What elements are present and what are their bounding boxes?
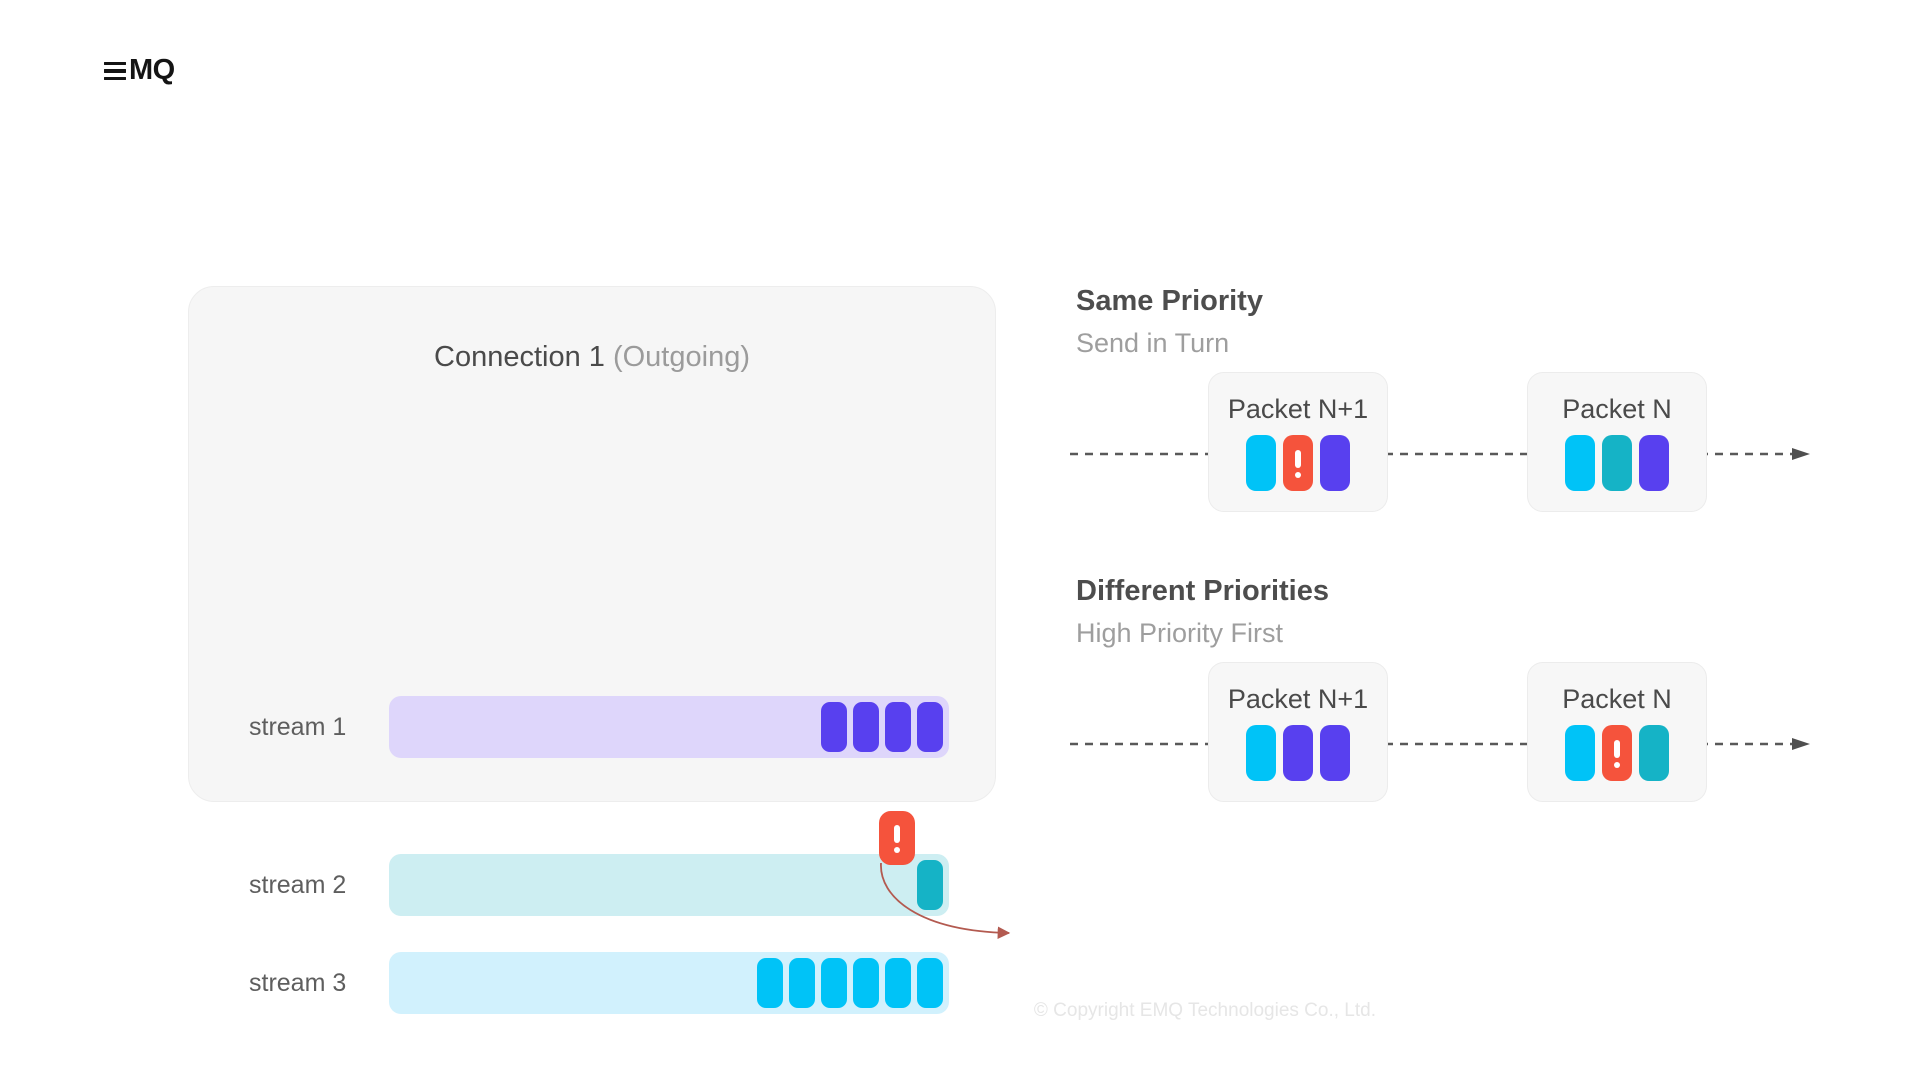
packet-card-blocks [1565,725,1669,782]
packet-card-label: Packet N [1562,683,1672,714]
packet-card: Packet N [1527,372,1707,512]
stream-label-3: stream 3 [249,968,347,997]
stream-row: stream 3 [249,952,949,1014]
stream-label-1: stream 1 [249,712,347,741]
packet-card-blocks [1246,435,1350,492]
packet-block [1565,435,1595,492]
section-different-priorities: Different Priorities High Priority First [1076,572,1329,652]
stream-packet [757,958,783,1008]
packet-card-blocks [1246,725,1350,782]
stream-bar-2 [389,854,949,916]
packet-card-label: Packet N [1562,393,1672,424]
flow-different-priorities: Packet N+1 Packet N [1070,662,1830,802]
packet-block [1320,435,1350,492]
section-title: Different Priorities [1076,575,1329,607]
section-subtitle: High Priority First [1076,618,1284,649]
stream-packet [885,958,911,1008]
stream-packet [789,958,815,1008]
emq-logo: MQ [104,56,175,85]
packet-block-priority [1602,725,1632,782]
packet-block [1246,435,1276,492]
connection-title: Connection 1 (Outgoing) [189,340,995,375]
packet-card-label: Packet N+1 [1227,393,1369,424]
stream-bar-1 [389,696,949,758]
packet-card-label: Packet N+1 [1227,683,1369,714]
stream-packet [885,702,911,752]
packet-card: Packet N [1527,662,1707,802]
stream-packet [917,958,943,1008]
stream-packet [853,702,879,752]
logo-wordmark: MQ [129,54,175,86]
stream-packet [917,702,943,752]
packet-block [1565,725,1595,782]
connection-title-sub: (Outgoing) [612,341,750,373]
flow-dashed-line [1070,448,1810,460]
section-subtitle: Send in Turn [1076,328,1230,359]
stream-packet [853,958,879,1008]
section-same-priority: Same Priority Send in Turn [1076,282,1263,362]
stream-bar-3 [389,952,949,1014]
exclamation-glyph [1614,738,1620,769]
connection-title-main: Connection 1 [434,341,605,373]
priority-exclamation-icon [879,811,915,865]
stream-packet [917,860,943,910]
flow-dashed-line [1070,738,1810,750]
packet-card-blocks [1565,435,1669,492]
connection-panel: Connection 1 (Outgoing) stream 1 stream … [188,286,1011,1014]
three-bars-icon [104,61,126,81]
packet-card: Packet N+1 [1208,662,1388,802]
flow-same-priority: Packet N+1 Packet N [1070,372,1830,512]
stream-label-2: stream 2 [249,870,347,899]
exclamation-glyph [1295,448,1301,479]
packet-block [1283,725,1313,782]
stream-row: stream 1 [249,696,949,758]
packet-block [1639,725,1669,782]
packet-block [1320,725,1350,782]
packet-block [1639,435,1669,492]
section-title: Same Priority [1076,285,1263,317]
stream-row: stream 2 [249,854,949,916]
exclamation-glyph [894,823,900,853]
packet-block [1246,725,1276,782]
copyright-footer: © Copyright EMQ Technologies Co., Ltd. [1033,1000,1376,1021]
stream-packet [821,702,847,752]
packet-card: Packet N+1 [1208,372,1388,512]
stream-packet [821,958,847,1008]
packet-block [1602,435,1632,492]
packet-block-priority [1283,435,1313,492]
